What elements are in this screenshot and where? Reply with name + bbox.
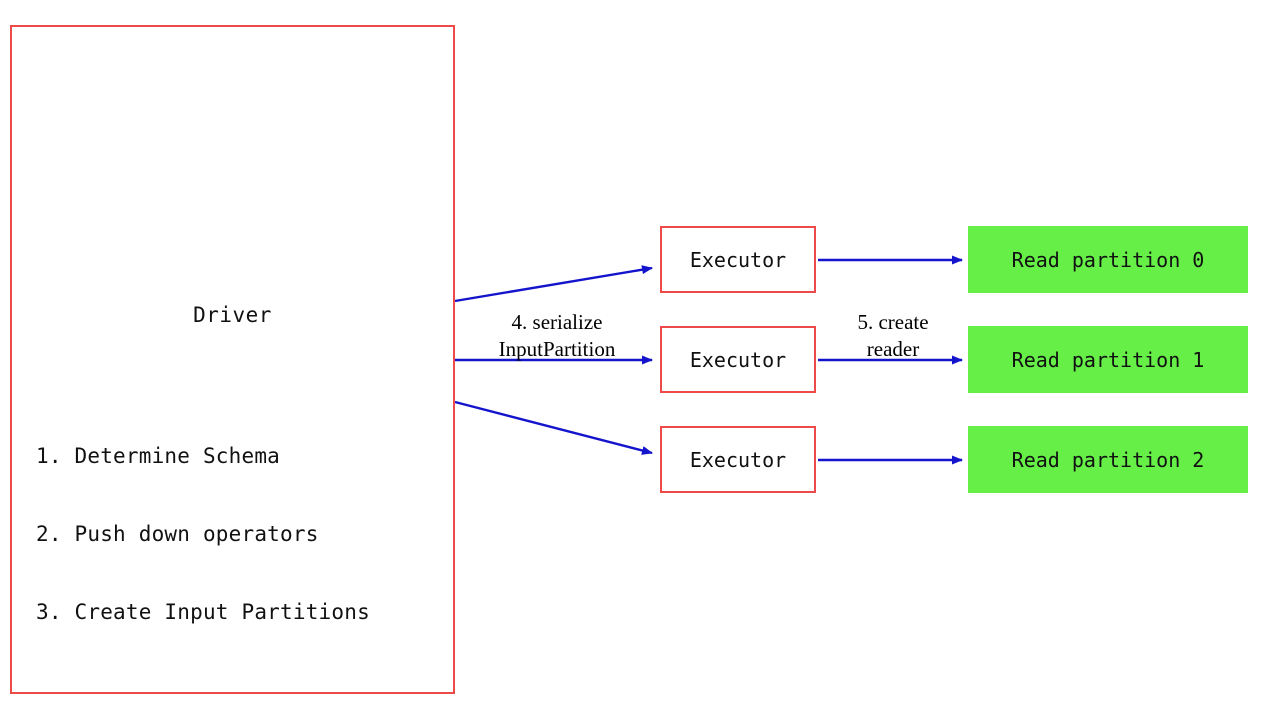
executor-box-1: Executor bbox=[660, 326, 816, 393]
arrow-driver-to-executor-2 bbox=[454, 400, 653, 455]
driver-step-1: 1. Determine Schema bbox=[36, 444, 281, 468]
driver-box: Driver 1. Determine Schema 2. Push down … bbox=[10, 25, 455, 694]
driver-step-3: 3. Create Input Partitions bbox=[36, 600, 370, 624]
edge-label-serialize: 4. serialize InputPartition bbox=[457, 309, 657, 363]
driver-title: Driver bbox=[193, 303, 272, 327]
edge-label-create-reader: 5. create reader bbox=[828, 309, 958, 363]
driver-step-2: 2. Push down operators bbox=[36, 522, 319, 546]
read-partition-box-0: Read partition 0 bbox=[968, 226, 1248, 293]
read-partition-box-1: Read partition 1 bbox=[968, 326, 1248, 393]
edge-label-serialize-line-1: 4. serialize bbox=[511, 310, 603, 334]
read-partition-box-2: Read partition 2 bbox=[968, 426, 1248, 493]
edge-label-create-reader-line-1: 5. create bbox=[857, 310, 929, 334]
edge-label-serialize-line-2: InputPartition bbox=[498, 337, 616, 361]
arrow-driver-to-executor-0 bbox=[454, 265, 653, 303]
edge-label-create-reader-line-2: reader bbox=[866, 337, 920, 361]
driver-step-list: 1. Determine Schema 2. Push down operato… bbox=[36, 391, 370, 677]
executor-box-2: Executor bbox=[660, 426, 816, 493]
executor-box-0: Executor bbox=[660, 226, 816, 293]
